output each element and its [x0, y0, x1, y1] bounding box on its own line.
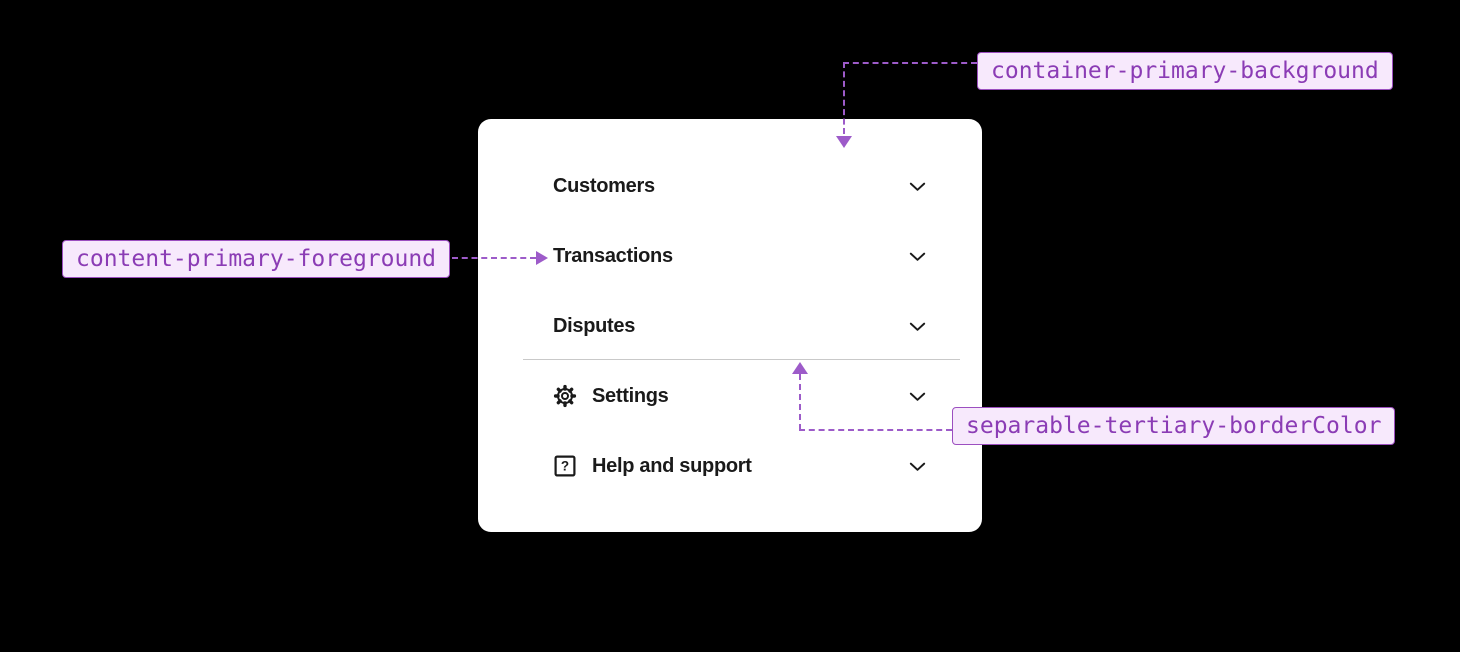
- arrow-right-icon: [536, 251, 548, 265]
- menu-item-label: Transactions: [553, 244, 673, 267]
- menu-card: Customers Transactions Disputes: [478, 119, 982, 532]
- annotation-container-primary-background: container-primary-background: [977, 52, 1393, 90]
- connector-container-background-horizontal: [843, 62, 977, 64]
- menu-item-transactions[interactable]: Transactions: [553, 233, 929, 279]
- annotation-separable-tertiary-borderColor: separable-tertiary-borderColor: [952, 407, 1396, 445]
- chevron-down-icon: [906, 175, 929, 198]
- annotation-content-primary-foreground: content-primary-foreground: [62, 240, 451, 278]
- menu-item-label: Help and support: [592, 454, 752, 477]
- chevron-down-icon: [906, 245, 929, 268]
- help-icon: ?: [553, 454, 577, 478]
- menu-item-help-and-support[interactable]: ? Help and support: [553, 443, 929, 489]
- menu-divider: [523, 359, 960, 360]
- arrow-down-icon: [836, 136, 852, 148]
- connector-content-foreground-horizontal: [452, 257, 536, 259]
- menu-item-disputes[interactable]: Disputes: [553, 303, 929, 349]
- connector-container-background-vertical: [843, 62, 845, 134]
- menu-item-label: Settings: [592, 384, 669, 407]
- menu-item-settings[interactable]: Settings: [553, 373, 929, 419]
- menu-item-customers[interactable]: Customers: [553, 163, 929, 209]
- chevron-down-icon: [906, 385, 929, 408]
- chevron-down-icon: [906, 315, 929, 338]
- chevron-down-icon: [906, 455, 929, 478]
- menu-item-label: Customers: [553, 174, 655, 197]
- svg-text:?: ?: [561, 459, 569, 474]
- gear-icon: [553, 384, 577, 408]
- menu-item-label: Disputes: [553, 314, 636, 337]
- arrow-up-icon: [792, 362, 808, 374]
- connector-separator-vertical: [799, 374, 801, 430]
- connector-separator-horizontal: [799, 429, 952, 431]
